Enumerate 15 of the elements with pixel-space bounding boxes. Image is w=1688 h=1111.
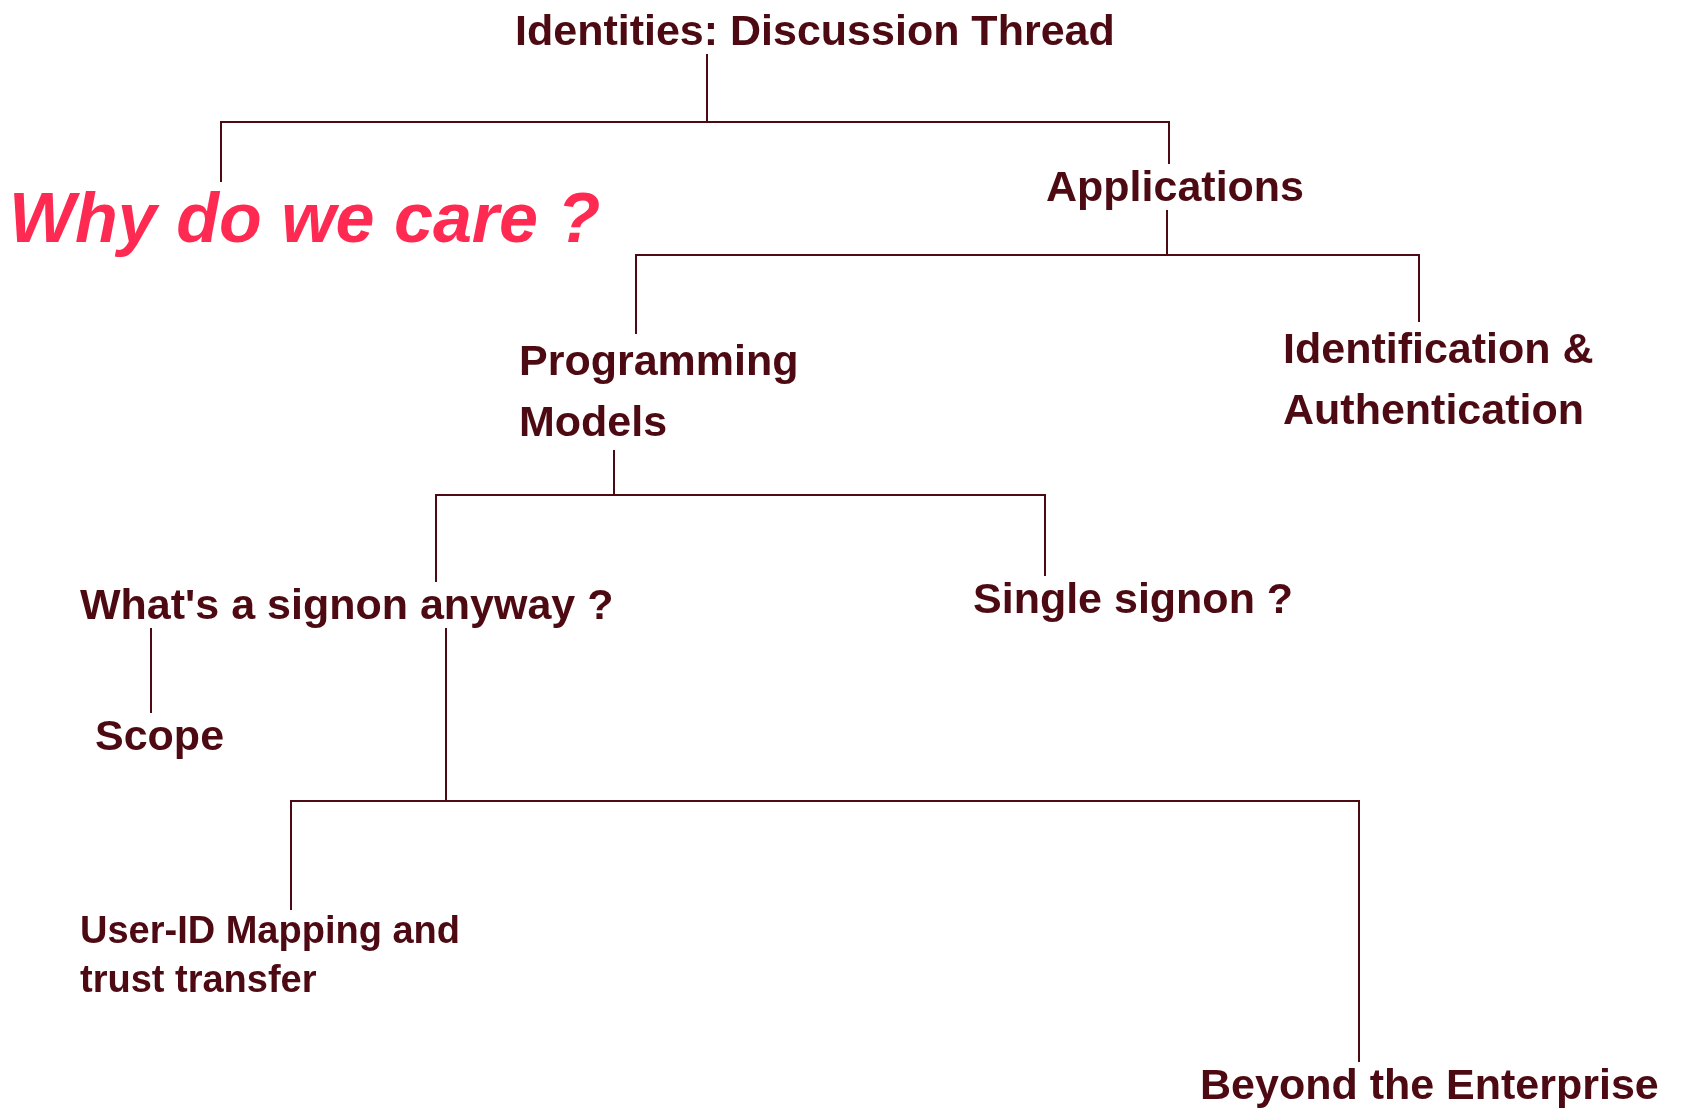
question-heading: Why do we care ? xyxy=(9,178,601,258)
tree-connector xyxy=(706,53,1170,165)
topic-label: User-ID Mapping and trust transfer xyxy=(80,906,520,1004)
topic-label: What's a signon anyway ? xyxy=(80,578,614,630)
topic-label: Applications xyxy=(1046,160,1305,212)
topic-label: Programming Models xyxy=(519,330,819,452)
tree-connector xyxy=(150,627,152,714)
topic-label: Single signon ? xyxy=(973,572,1294,624)
tree-connector xyxy=(445,627,1360,1063)
topic-label: Identities: Discussion Thread xyxy=(515,4,1115,56)
tree-connector xyxy=(613,449,1046,577)
tree-connector xyxy=(1166,209,1420,323)
topic-label: Identification & Authentication xyxy=(1283,318,1623,440)
topic-label: Beyond the Enterprise xyxy=(1200,1058,1659,1110)
topic-label: Scope xyxy=(95,709,225,761)
